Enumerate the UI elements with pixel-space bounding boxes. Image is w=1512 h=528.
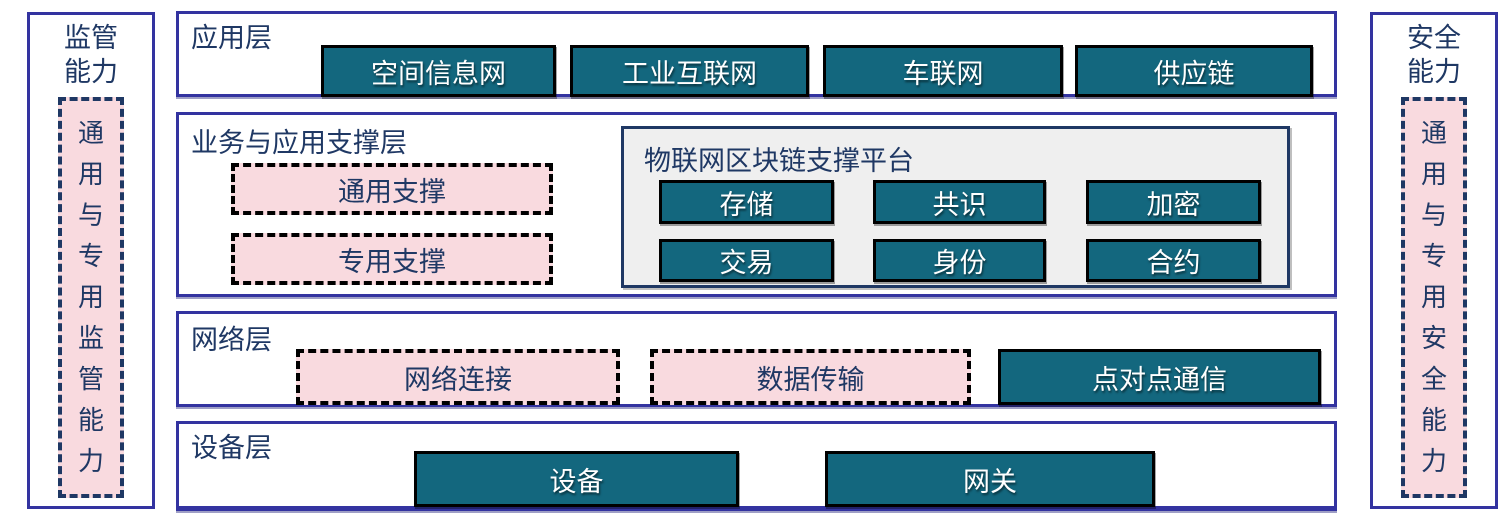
layer-support-label: 业务与应用支撑层 xyxy=(191,128,407,158)
layer-network-label: 网络层 xyxy=(191,325,272,355)
box-special-support: 专用支撑 xyxy=(231,233,553,285)
box-data-transmission: 数据传输 xyxy=(650,349,971,405)
box-internet-of-vehicles: 车联网 xyxy=(823,45,1063,97)
sidebar-supervision: 监管能力 通用与专用监管能力 xyxy=(27,12,155,509)
platform-title: 物联网区块链支撑平台 xyxy=(644,146,914,176)
security-title: 安全能力 xyxy=(1407,23,1461,87)
sidebar-security: 安全能力 通用与专用安全能力 xyxy=(1370,12,1498,509)
layer-support: 业务与应用支撑层 通用支撑 专用支撑 物联网区块链支撑平台 存储 共识 加密 交… xyxy=(176,112,1337,297)
box-p2p-communication: 点对点通信 xyxy=(998,349,1321,405)
box-consensus: 共识 xyxy=(873,180,1046,224)
supervision-capability-label: 通用与专用监管能力 xyxy=(77,117,104,477)
box-contract: 合约 xyxy=(1086,239,1261,282)
box-space-information-network: 空间信息网 xyxy=(321,45,556,97)
security-capability-box: 通用与专用安全能力 xyxy=(1401,97,1467,498)
box-industrial-internet: 工业互联网 xyxy=(570,45,809,97)
box-gateway: 网关 xyxy=(825,451,1155,507)
layer-device-label: 设备层 xyxy=(191,433,272,463)
layer-application-label: 应用层 xyxy=(191,23,272,53)
supervision-capability-box: 通用与专用监管能力 xyxy=(58,97,124,498)
box-identity: 身份 xyxy=(873,239,1046,282)
box-device: 设备 xyxy=(414,451,739,507)
box-transaction: 交易 xyxy=(659,239,834,282)
panel-iot-blockchain-platform: 物联网区块链支撑平台 存储 共识 加密 交易 身份 合约 xyxy=(621,126,1290,288)
layer-network: 网络层 网络连接 数据传输 点对点通信 xyxy=(176,311,1337,407)
layer-device: 设备层 设备 网关 xyxy=(176,421,1337,511)
box-storage: 存储 xyxy=(659,180,834,224)
supervision-title: 监管能力 xyxy=(64,23,118,87)
layer-application: 应用层 空间信息网 工业互联网 车联网 供应链 xyxy=(176,11,1337,97)
box-supply-chain: 供应链 xyxy=(1075,45,1313,97)
box-network-connection: 网络连接 xyxy=(296,349,620,405)
security-capability-label: 通用与专用安全能力 xyxy=(1420,117,1447,477)
box-encryption: 加密 xyxy=(1086,180,1261,224)
box-general-support: 通用支撑 xyxy=(231,163,553,215)
